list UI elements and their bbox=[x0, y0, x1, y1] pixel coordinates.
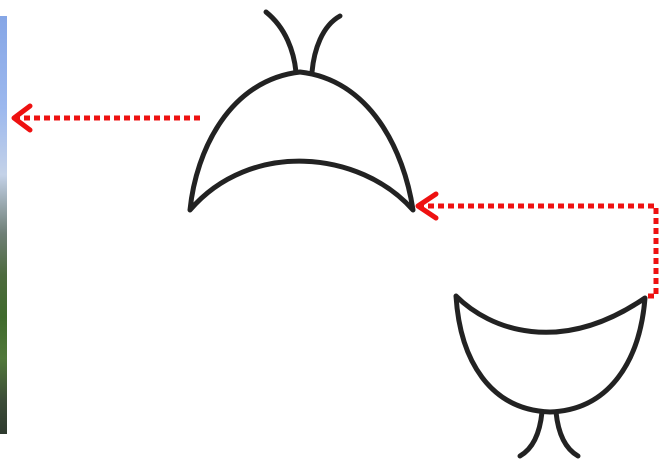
top-shell-body bbox=[190, 72, 413, 210]
bottom-shell-shape bbox=[456, 296, 645, 456]
top-shell-shape bbox=[190, 12, 413, 210]
top-shell-antenna-left bbox=[266, 12, 296, 72]
dotted-arrow-left-icon bbox=[14, 106, 200, 130]
bottom-shell-stem-left bbox=[520, 412, 542, 456]
dotted-elbow-arrow-icon bbox=[418, 194, 656, 296]
bottom-shell-body bbox=[456, 296, 645, 412]
bottom-shell-stem-right bbox=[556, 412, 578, 456]
top-shell-antenna-right bbox=[312, 16, 340, 72]
